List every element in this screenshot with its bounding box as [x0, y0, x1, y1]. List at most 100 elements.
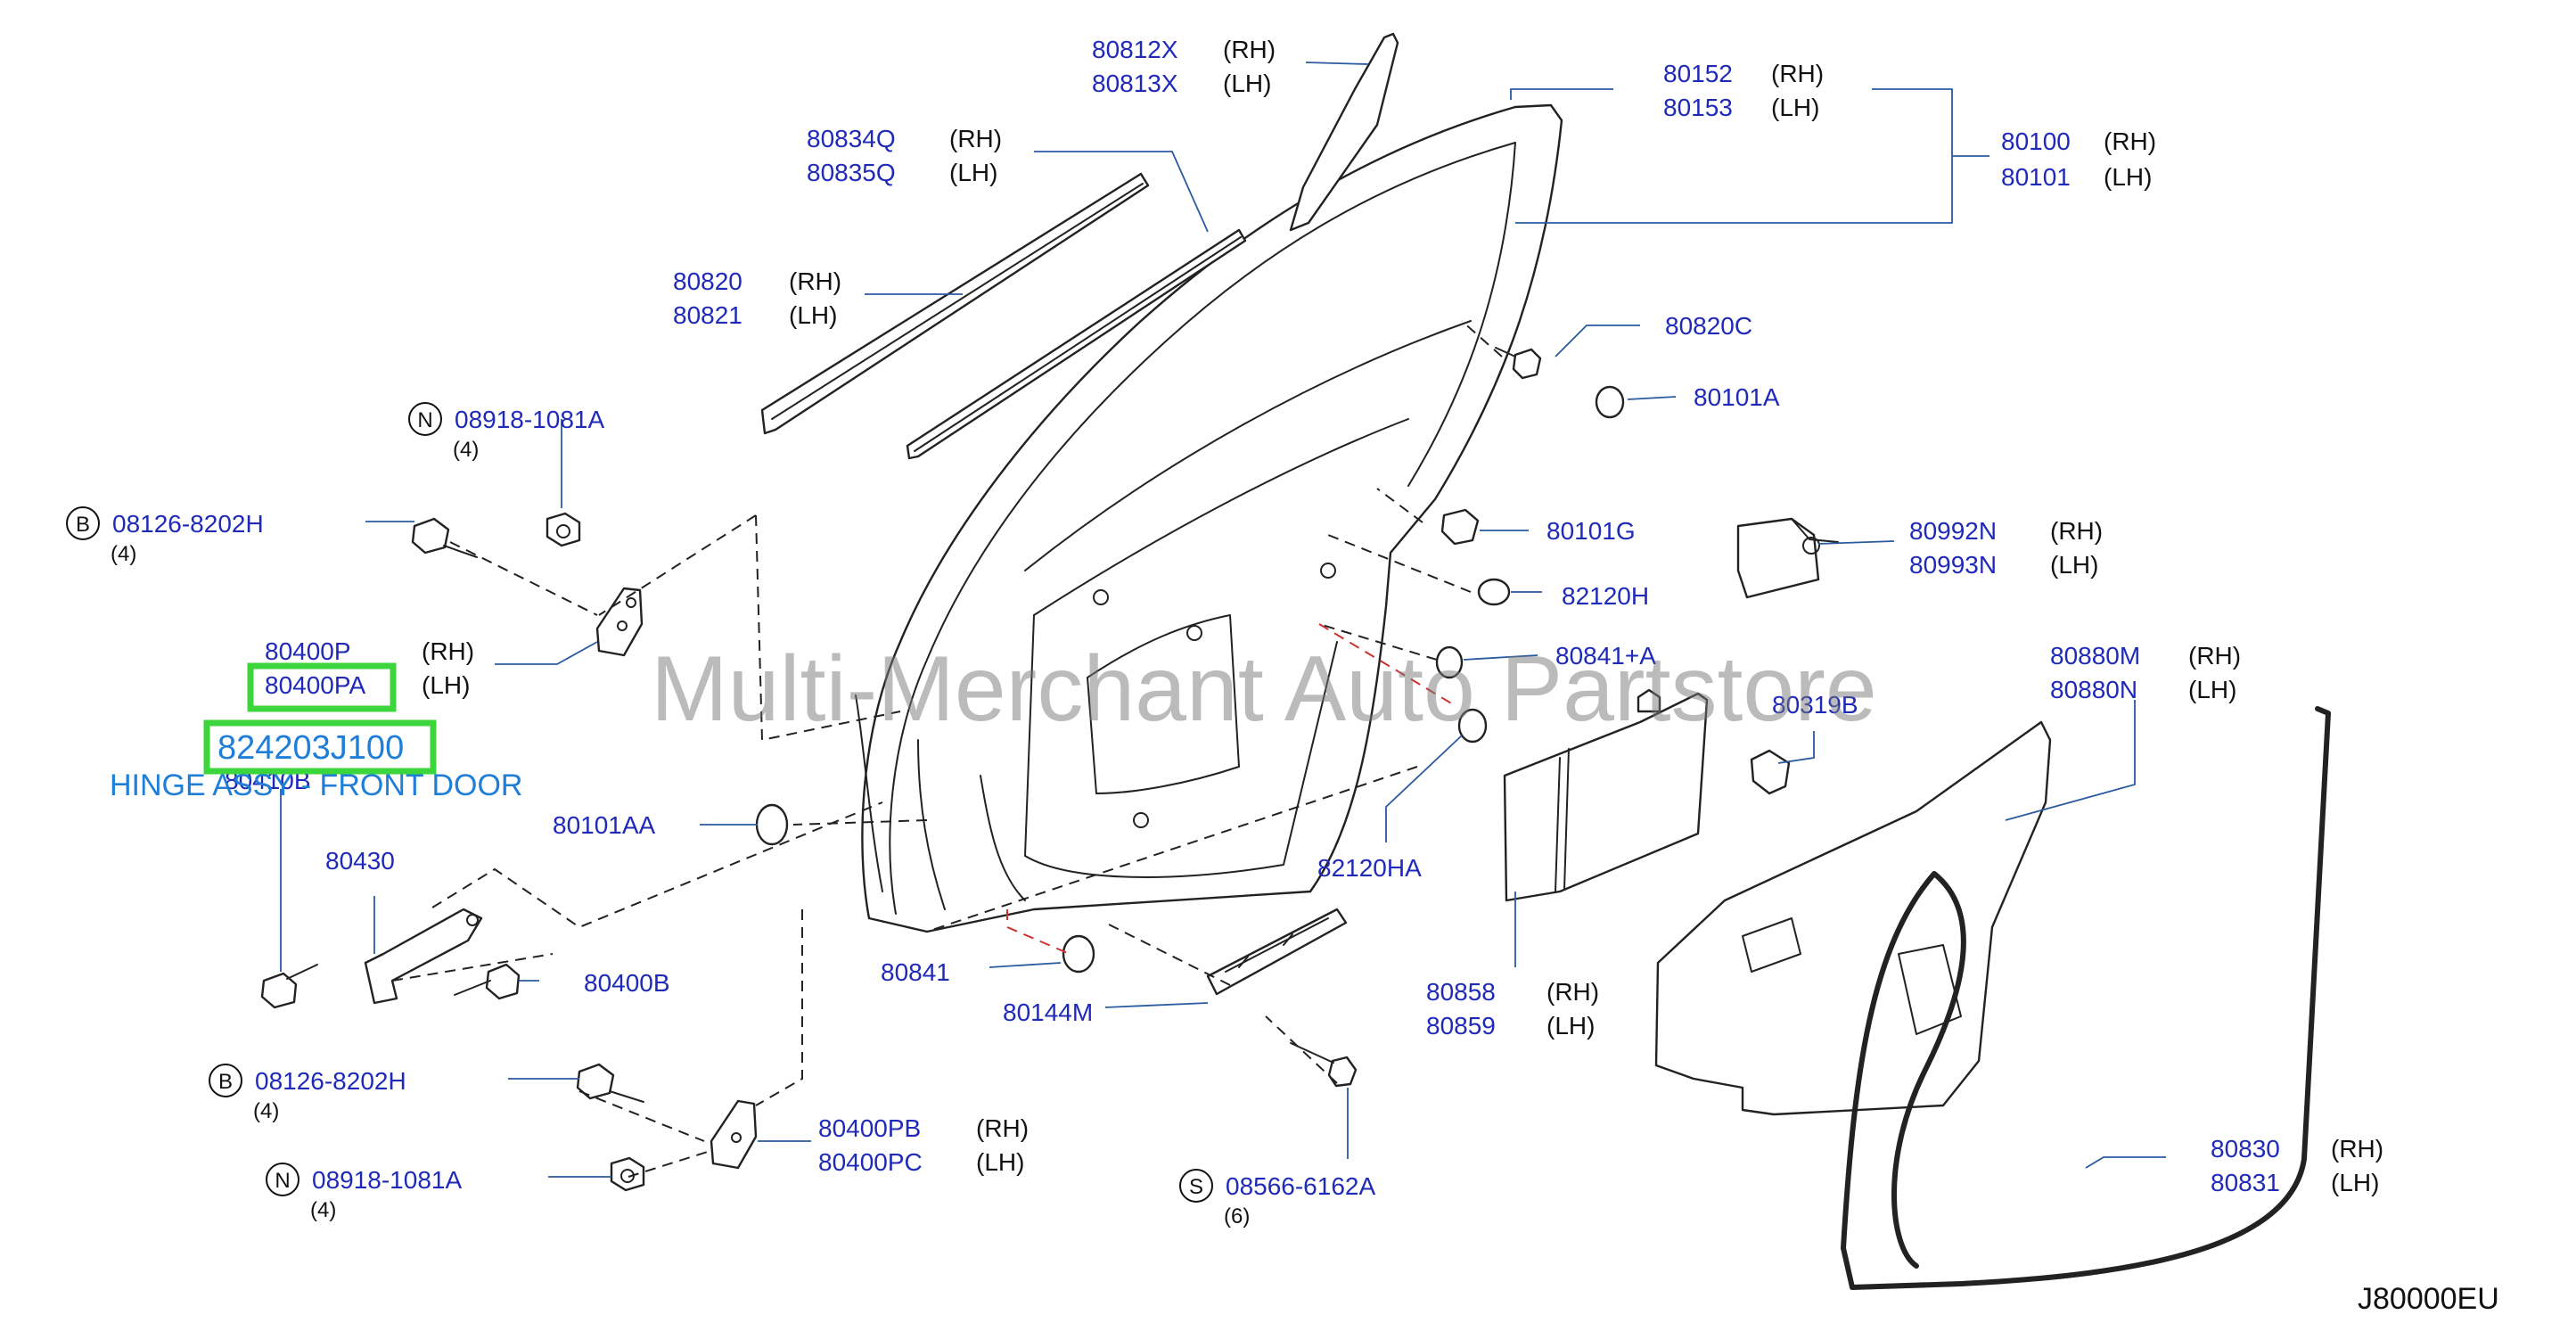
part-80820c — [1495, 347, 1542, 380]
leader-lines — [280, 62, 2166, 1178]
svg-text:N: N — [275, 1169, 290, 1193]
svg-text:80400PA: 80400PA — [265, 671, 365, 699]
part-80830 — [1841, 706, 2331, 1290]
label-08126-upper: B 08126-8202H (4) — [66, 506, 264, 566]
svg-text:(LH): (LH) — [949, 159, 997, 186]
bolt-08126-lower — [576, 1063, 644, 1103]
svg-text:80101AA: 80101AA — [553, 811, 656, 839]
svg-text:(LH): (LH) — [976, 1148, 1024, 1176]
part-80400p-hinge — [595, 587, 644, 657]
part-82120ha — [1457, 708, 1488, 744]
label-80821: 80821 (LH) — [673, 301, 837, 329]
watermark: Multi-Merchant Auto Partstore — [651, 637, 1877, 741]
svg-text:(4): (4) — [453, 438, 479, 462]
label-80858: 80858 (RH) — [1426, 978, 1599, 1006]
part-80841a — [1435, 645, 1464, 679]
svg-text:80835Q: 80835Q — [807, 159, 896, 186]
svg-text:08126-8202H: 08126-8202H — [112, 510, 264, 538]
svg-text:(LH): (LH) — [1771, 94, 1819, 121]
svg-text:80153: 80153 — [1663, 94, 1733, 121]
svg-text:80880M: 80880M — [2050, 642, 2140, 670]
label-80841-plus-a: 80841+A — [1555, 642, 1656, 670]
svg-text:80841: 80841 — [881, 958, 950, 986]
svg-text:(RH): (RH) — [2188, 642, 2241, 670]
label-80400pb: 80400PB (RH) — [818, 1114, 1029, 1142]
svg-text:80400B: 80400B — [584, 969, 670, 997]
svg-text:80812X: 80812X — [1092, 36, 1178, 63]
part-80841 — [1062, 934, 1095, 974]
part-80880m — [1654, 720, 2052, 1116]
svg-text:80841+A: 80841+A — [1555, 642, 1656, 670]
svg-text:80813X: 80813X — [1092, 70, 1178, 97]
label-80820c: 80820C — [1665, 312, 1752, 340]
svg-text:(6): (6) — [1224, 1204, 1250, 1228]
label-82120h: 82120H — [1562, 582, 1649, 610]
label-80813x: 80813X (LH) — [1092, 70, 1271, 97]
label-80430: 80430 — [325, 847, 395, 875]
label-80992n: 80992N (RH) — [1909, 517, 2103, 545]
svg-text:80880N: 80880N — [2050, 676, 2137, 703]
label-80400b: 80400B — [584, 969, 670, 997]
svg-text:(LH): (LH) — [2188, 676, 2236, 703]
svg-text:80992N: 80992N — [1909, 517, 1997, 545]
label-80400pa: 80400PA (LH) — [265, 671, 470, 699]
label-80152: 80152 (RH) — [1663, 60, 1824, 87]
bolt-80400b — [454, 963, 521, 1000]
label-08126-lower: B 08126-8202H (4) — [209, 1064, 406, 1123]
label-80101g: 80101G — [1546, 517, 1636, 545]
highlight-part-number[interactable]: 824203J100 — [203, 719, 437, 775]
part-80430-checker — [364, 908, 483, 1005]
svg-text:82120H: 82120H — [1562, 582, 1649, 610]
svg-text:(LH): (LH) — [2050, 551, 2098, 579]
svg-text:80834Q: 80834Q — [807, 125, 896, 152]
label-08918-lower: N 08918-1081A (4) — [266, 1163, 462, 1222]
label-80319b: 80319B — [1772, 691, 1858, 719]
svg-text:(LH): (LH) — [1546, 1012, 1595, 1040]
label-80993n: 80993N (LH) — [1909, 551, 2098, 579]
label-80835q: 80835Q (LH) — [807, 159, 997, 186]
svg-text:80152: 80152 — [1663, 60, 1733, 87]
label-80101: 80101 (LH) — [2001, 163, 2152, 191]
label-80834q: 80834Q (RH) — [807, 125, 1002, 152]
assembly-dashed-lines — [391, 320, 1503, 1178]
part-80144m — [1206, 908, 1348, 996]
svg-text:80400PB: 80400PB — [818, 1114, 921, 1142]
label-82120ha: 82120HA — [1317, 854, 1422, 882]
svg-text:80830: 80830 — [2211, 1135, 2280, 1163]
label-80400p: 80400P (RH) — [265, 637, 474, 665]
part-80319b — [1750, 749, 1791, 795]
label-08566-6162a: S 08566-6162A (6) — [1179, 1169, 1375, 1228]
part-80101aa — [755, 803, 789, 846]
svg-text:(RH): (RH) — [1546, 978, 1599, 1006]
label-80880m: 80880M (RH) — [2050, 642, 2241, 670]
svg-text:80400PC: 80400PC — [818, 1148, 923, 1176]
part-80992n — [1736, 517, 1839, 599]
svg-text:(RH): (RH) — [422, 637, 474, 665]
svg-text:80993N: 80993N — [1909, 551, 1997, 579]
label-80101aa: 80101AA — [553, 811, 656, 839]
svg-text:08126-8202H: 08126-8202H — [255, 1067, 406, 1095]
label-80400pc: 80400PC (LH) — [818, 1148, 1024, 1176]
svg-text:80144M: 80144M — [1003, 998, 1093, 1026]
svg-text:80820: 80820 — [673, 267, 742, 295]
label-80841: 80841 — [881, 958, 950, 986]
svg-text:82120HA: 82120HA — [1317, 854, 1422, 882]
svg-text:(LH): (LH) — [422, 671, 470, 699]
svg-text:(RH): (RH) — [789, 267, 841, 295]
part-82120h — [1477, 578, 1511, 606]
label-80153: 80153 (LH) — [1663, 94, 1819, 121]
svg-text:N: N — [417, 408, 432, 432]
svg-text:(RH): (RH) — [2104, 127, 2156, 155]
svg-text:80858: 80858 — [1426, 978, 1496, 1006]
svg-text:80400P: 80400P — [265, 637, 351, 665]
svg-text:08566-6162A: 08566-6162A — [1226, 1172, 1375, 1200]
label-80830: 80830 (RH) — [2211, 1135, 2383, 1163]
svg-text:B: B — [76, 513, 90, 537]
svg-text:80100: 80100 — [2001, 127, 2071, 155]
svg-text:(RH): (RH) — [949, 125, 1002, 152]
svg-text:80820C: 80820C — [1665, 312, 1752, 340]
svg-text:(4): (4) — [111, 542, 136, 566]
svg-text:824203J100: 824203J100 — [217, 729, 404, 767]
svg-text:(4): (4) — [253, 1099, 279, 1123]
